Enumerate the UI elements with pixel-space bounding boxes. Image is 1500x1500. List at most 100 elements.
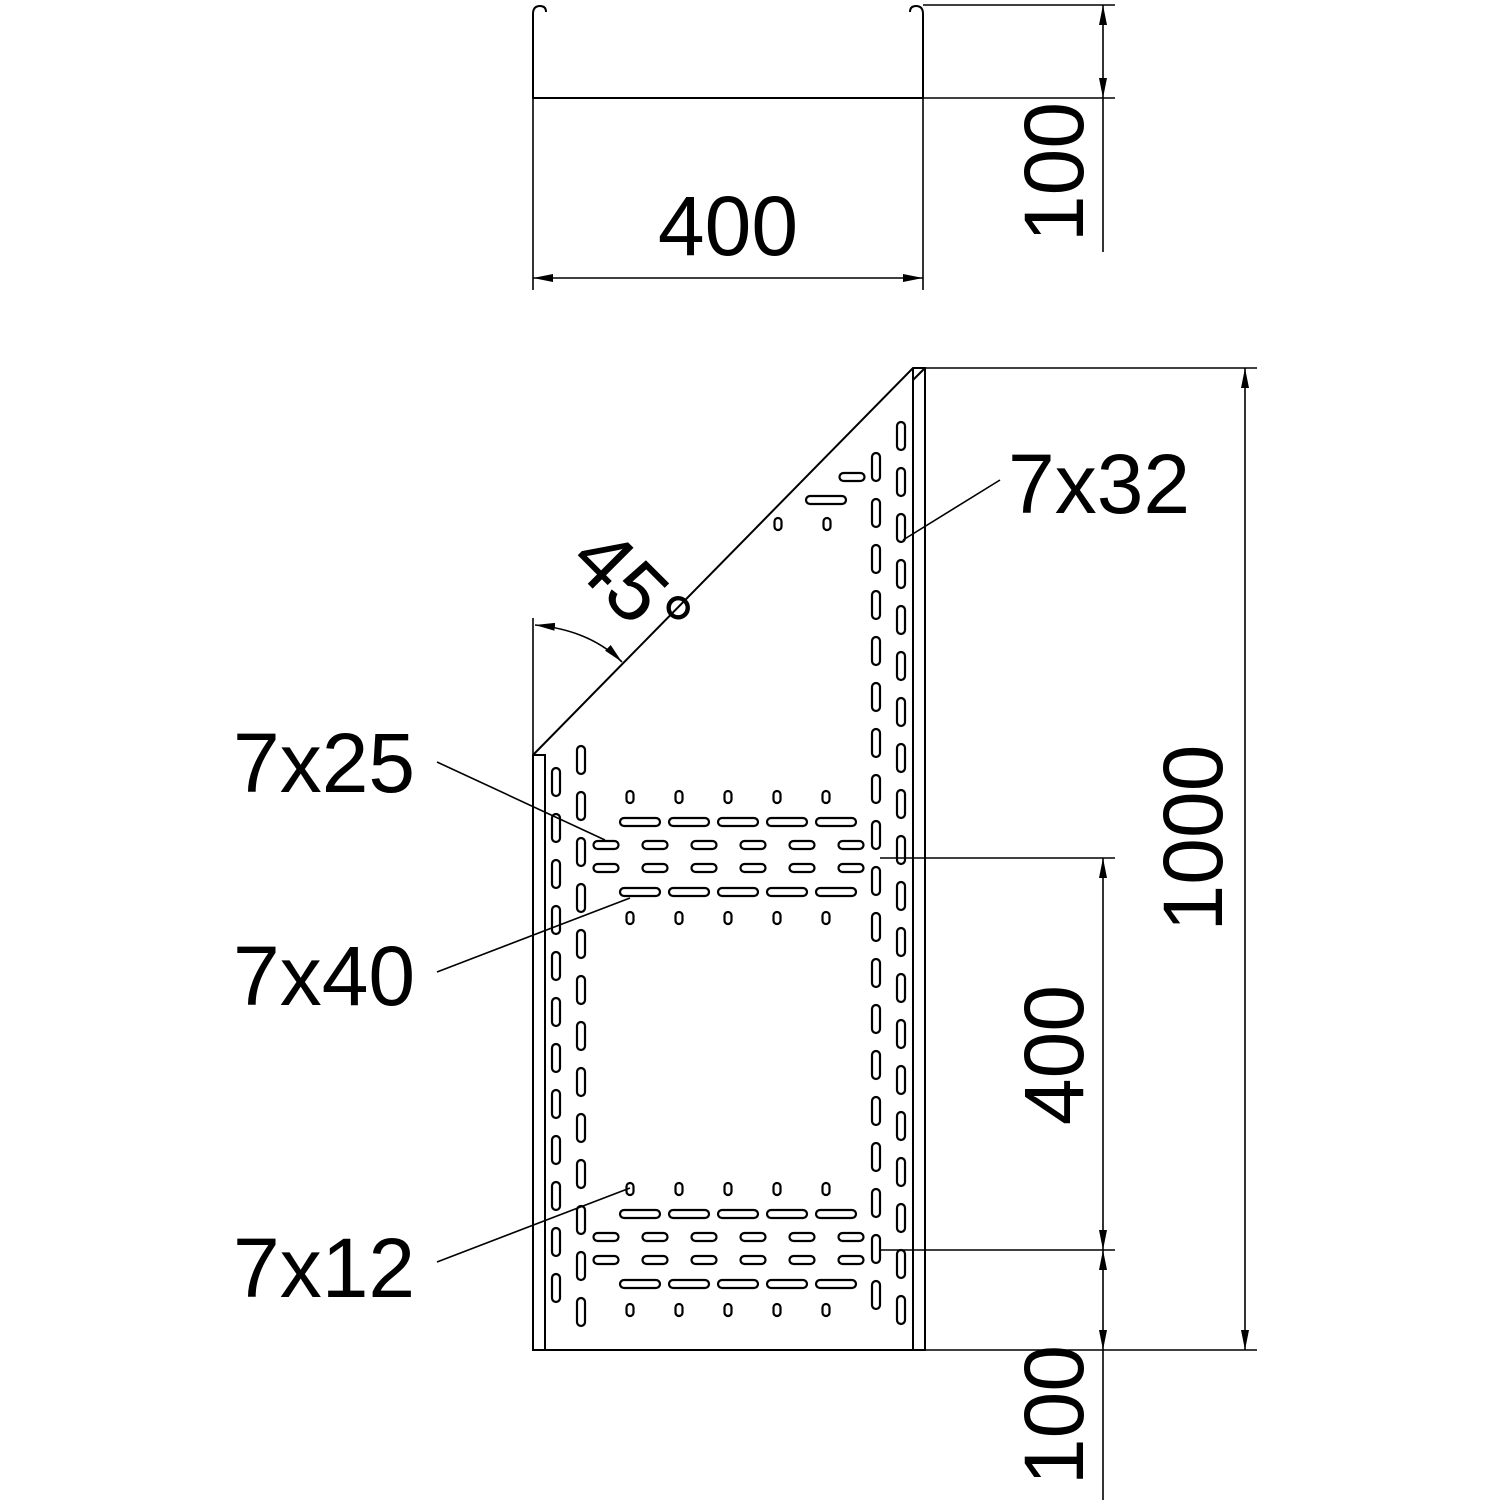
slot-7x40 [814,816,858,828]
hole-7x12 [723,1181,733,1197]
slot-7x40 [618,1208,662,1220]
slot-7x25 [788,862,816,874]
slot-7x25 [837,839,865,851]
callout-7x32: 7x32 [1008,437,1190,531]
slot-7x40 [667,1208,711,1220]
side-slot [870,727,882,759]
hole-7x12 [821,910,831,926]
angled-tray-outline [532,367,926,1351]
hole-7x12 [822,516,832,532]
end-label: 100 [1007,1345,1101,1485]
hole-7x12 [674,910,684,926]
side-slot [895,466,907,498]
slot-7x25 [690,1231,718,1243]
side-slot [575,1020,587,1052]
side-slot [575,928,587,960]
side-slot [550,950,562,982]
hole-7x12 [625,910,635,926]
slot-7x25 [592,839,620,851]
side-slot [575,1296,587,1328]
side-slot [550,1180,562,1212]
side-slot [870,1049,882,1081]
hole-7x12 [821,789,831,805]
side-slot [895,696,907,728]
side-slot [550,1272,562,1304]
side-slot [870,1095,882,1127]
angle-label: 45° [554,509,710,665]
slot-7x25 [690,1254,718,1266]
slot-7x40 [814,1208,858,1220]
hole-7x12 [674,789,684,805]
slot-7x25 [641,839,669,851]
slot-7x25 [592,1231,620,1243]
side-slot [870,1003,882,1035]
side-slot [575,974,587,1006]
side-slot [895,650,907,682]
slot-7x40 [716,816,760,828]
side-slot [870,865,882,897]
slot-7x25 [592,862,620,874]
side-slot [895,788,907,820]
side-slot [895,558,907,590]
slot-7x25 [641,1231,669,1243]
hole-7x12 [723,1302,733,1318]
hole-7x12 [772,789,782,805]
hole-7x12 [674,1302,684,1318]
side-slot [870,497,882,529]
side-slot [575,882,587,914]
cross-section-profile: 400 100 [532,4,1115,290]
slot-7x25 [739,1231,767,1243]
side-slot [870,957,882,989]
callout-7x25: 7x25 [233,716,415,810]
hole-7x12 [772,1181,782,1197]
slot-7x25 [837,1254,865,1266]
side-slot [550,766,562,798]
slot-7x40 [765,816,809,828]
slot-7x40 [765,886,809,898]
side-slot [575,1112,587,1144]
slot-7x40 [618,1278,662,1290]
slot-7x40 [618,816,662,828]
side-slot [895,972,907,1004]
slot-7x25 [788,1254,816,1266]
hole-7x12 [821,1181,831,1197]
side-slot [895,1156,907,1188]
hole-7x12 [773,516,783,532]
hole-7x12 [625,789,635,805]
side-slot [895,1202,907,1234]
slot-7x40 [765,1278,809,1290]
side-slot [895,512,907,544]
slot-7x25 [837,1231,865,1243]
side-slot [870,543,882,575]
slot-7x40 [667,1278,711,1290]
side-slot [895,742,907,774]
side-slot [870,1233,882,1265]
side-slot [870,451,882,483]
side-slot [895,880,907,912]
slot-7x25 [739,839,767,851]
side-slot [550,904,562,936]
side-slot [895,604,907,636]
slot-7x25 [690,839,718,851]
slot-7x40 [814,886,858,898]
slot-7x25 [739,862,767,874]
side-slot [575,1066,587,1098]
side-slot [870,1187,882,1219]
angle-dimension: 45° [532,509,711,755]
spacing-label: 400 [1007,985,1101,1125]
side-slot [550,858,562,890]
side-slot [575,744,587,776]
side-slot [575,1204,587,1236]
side-slot [575,1158,587,1190]
side-slot [550,1042,562,1074]
side-slot [575,836,587,868]
side-slot [550,1226,562,1258]
side-slot [895,1294,907,1326]
hole-7x12 [625,1302,635,1318]
side-slot [550,1088,562,1120]
callouts: 7x32 7x25 7x40 7x12 [233,437,1190,1315]
callout-7x40: 7x40 [233,929,415,1023]
slot-7x25 [788,1231,816,1243]
slot-7x25 [739,1254,767,1266]
hole-7x12 [772,1302,782,1318]
